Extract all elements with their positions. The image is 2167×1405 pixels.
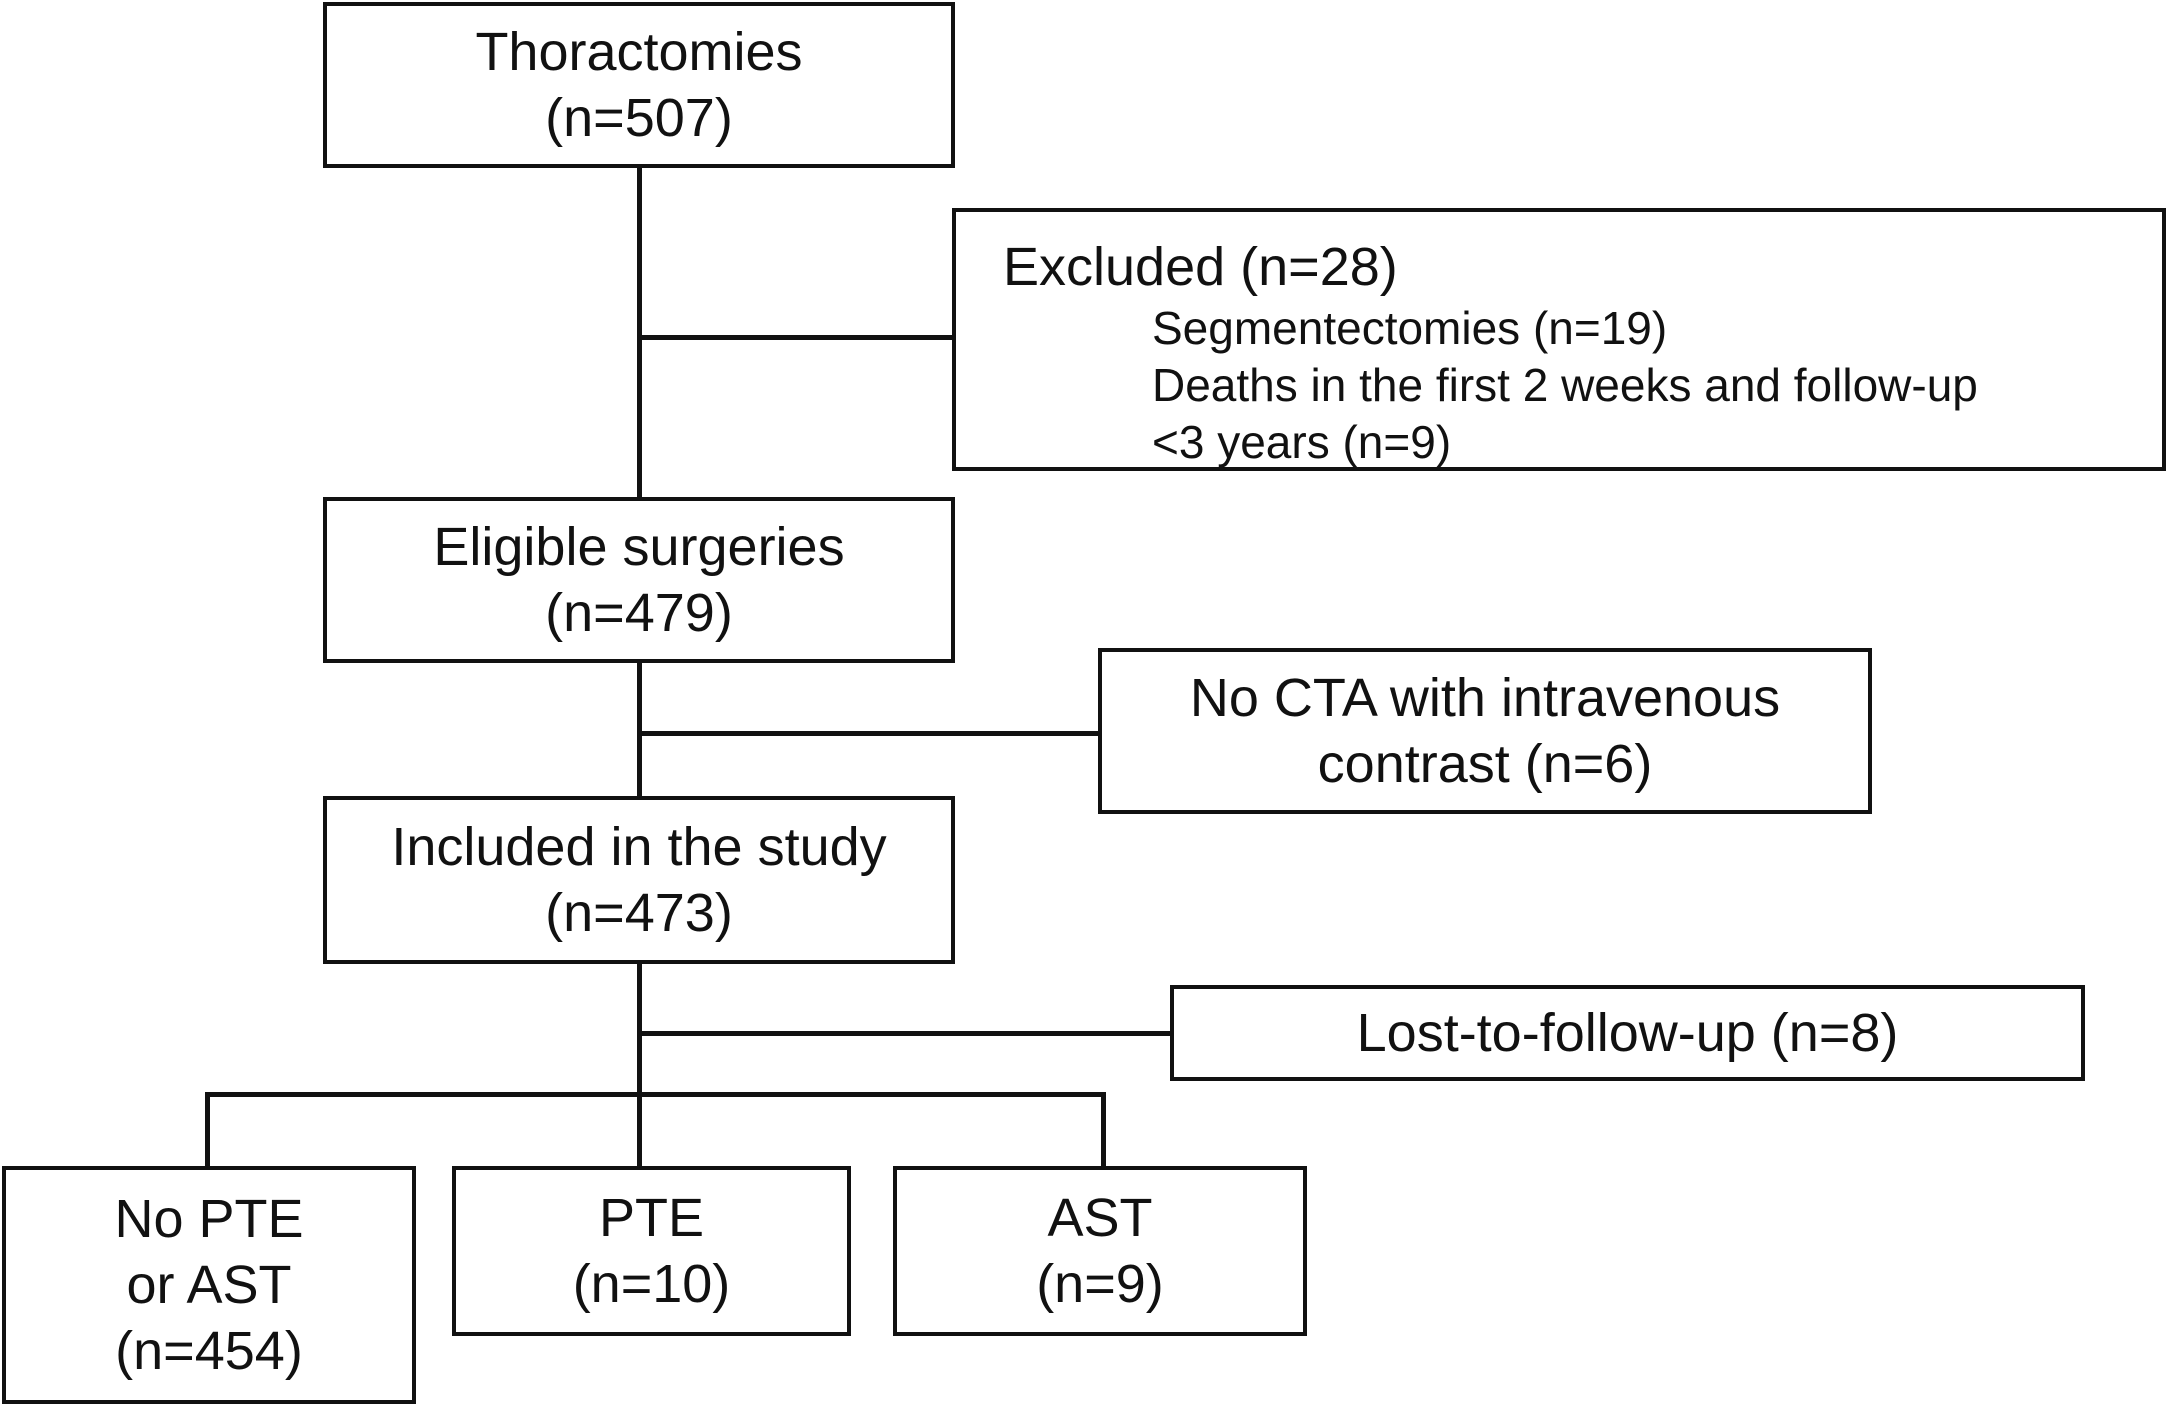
group-line: or AST bbox=[126, 1255, 292, 1315]
excluded-item: <3 years (n=9) bbox=[1152, 416, 1452, 468]
pte-box: PTE (n=10) bbox=[452, 1166, 851, 1336]
groups-split-connector bbox=[205, 1092, 1106, 1097]
no-cta-line: No CTA with intravenous bbox=[1189, 668, 1781, 728]
group-line: (n=10) bbox=[572, 1254, 731, 1314]
included-title: Included in the study bbox=[391, 817, 887, 877]
lost-to-follow-up-box: Lost-to-follow-up (n=8) bbox=[1170, 985, 2085, 1081]
no-pte-or-ast-box: No PTE or AST (n=454) bbox=[2, 1166, 416, 1404]
no-pte-drop-connector bbox=[205, 1092, 210, 1168]
no-cta-line: contrast (n=6) bbox=[1317, 734, 1653, 794]
thoractomies-box: Thoractomies (n=507) bbox=[323, 2, 955, 168]
eligible-surgeries-box: Eligible surgeries (n=479) bbox=[323, 497, 955, 663]
group-line: No PTE bbox=[114, 1189, 304, 1249]
thoractomies-count: (n=507) bbox=[545, 88, 733, 148]
excluded-title: Excluded (n=28) bbox=[1003, 237, 1398, 297]
excluded-branch-connector bbox=[637, 335, 954, 340]
included-box: Included in the study (n=473) bbox=[323, 796, 955, 964]
group-line: PTE bbox=[598, 1188, 705, 1248]
included-count: (n=473) bbox=[545, 883, 733, 943]
lost-branch-connector bbox=[637, 1031, 1172, 1036]
ast-box: AST (n=9) bbox=[893, 1166, 1307, 1336]
main-trunk-connector bbox=[637, 166, 642, 499]
included-to-groups-connector bbox=[637, 962, 642, 1168]
excluded-box: Excluded (n=28) Segmentectomies (n=19) D… bbox=[952, 208, 2166, 471]
eligible-title: Eligible surgeries bbox=[433, 517, 845, 577]
excluded-item: Deaths in the first 2 weeks and follow-u… bbox=[1152, 359, 1978, 411]
group-line: (n=454) bbox=[115, 1321, 303, 1381]
excluded-item: Segmentectomies (n=19) bbox=[1152, 302, 1668, 354]
no-cta-branch-connector bbox=[637, 731, 1100, 736]
group-line: AST bbox=[1047, 1188, 1153, 1248]
no-cta-box: No CTA with intravenous contrast (n=6) bbox=[1098, 648, 1872, 814]
thoractomies-title: Thoractomies bbox=[475, 22, 803, 82]
ast-drop-connector bbox=[1101, 1092, 1106, 1168]
group-line: (n=9) bbox=[1036, 1254, 1164, 1314]
eligible-count: (n=479) bbox=[545, 583, 733, 643]
lost-title: Lost-to-follow-up (n=8) bbox=[1356, 1003, 1899, 1063]
eligible-to-included-connector bbox=[637, 661, 642, 798]
